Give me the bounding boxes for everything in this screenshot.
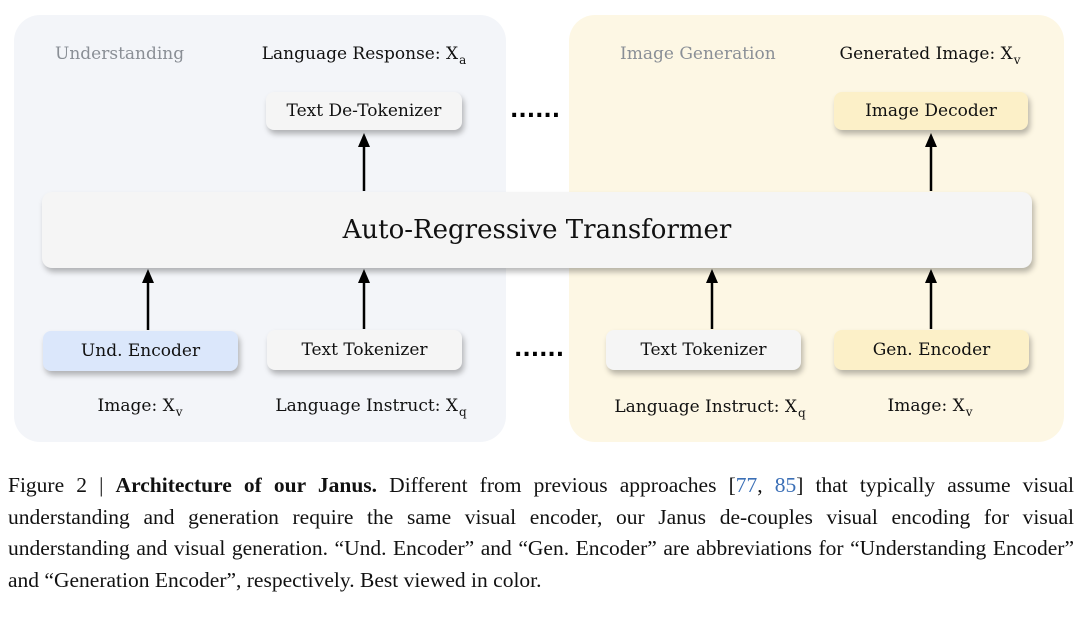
arrowhead-und-encoder xyxy=(142,269,154,283)
arrowhead-text-tokenizer-und xyxy=(358,269,370,283)
figure-caption: Figure 2 | Architecture of our Janus. Di… xyxy=(8,470,1074,596)
gen-encoder-box: Gen. Encoder xyxy=(834,330,1029,370)
caption-citation-separator: , xyxy=(757,473,775,497)
language-instruct-label-understanding: Language Instruct: Xq xyxy=(275,396,467,419)
caption-text-1: Different from previous approaches [ xyxy=(377,473,736,497)
arrowhead-detokenizer xyxy=(358,133,370,147)
arrowhead-image-decoder xyxy=(925,133,937,147)
citation-77[interactable]: 77 xyxy=(735,473,758,497)
ellipsis-top: ...... xyxy=(510,98,561,123)
ellipsis-bottom: ...... xyxy=(514,337,565,362)
generated-image-label: Generated Image: Xv xyxy=(839,44,1021,67)
text-tokenizer-box-generation: Text Tokenizer xyxy=(606,330,801,370)
arrowhead-gen-encoder xyxy=(925,269,937,283)
arrowhead-text-tokenizer-gen xyxy=(706,269,718,283)
caption-bold-title: Architecture of our Janus. xyxy=(115,473,378,497)
understanding-title: Understanding xyxy=(55,44,185,64)
text-tokenizer-box-understanding: Text Tokenizer xyxy=(267,330,462,370)
flow-arrows xyxy=(142,133,937,330)
caption-text-2: ] that typically assume visual understan… xyxy=(8,473,1075,592)
image-decoder-box: Image Decoder xyxy=(834,92,1028,130)
language-response-label: Language Response: Xa xyxy=(261,44,467,67)
auto-regressive-transformer-box: Auto-Regressive Transformer xyxy=(42,192,1032,268)
language-instruct-label-generation: Language Instruct: Xq xyxy=(614,397,806,420)
und-encoder-box: Und. Encoder xyxy=(43,331,238,371)
image-input-label-understanding: Image: Xv xyxy=(97,396,183,419)
citation-85[interactable]: 85 xyxy=(774,473,797,497)
text-detokenizer-box: Text De-Tokenizer xyxy=(266,92,462,130)
generation-title: Image Generation xyxy=(620,44,776,64)
image-input-label-generation: Image: Xv xyxy=(887,396,973,419)
caption-prefix: Figure 2 | xyxy=(8,473,116,497)
